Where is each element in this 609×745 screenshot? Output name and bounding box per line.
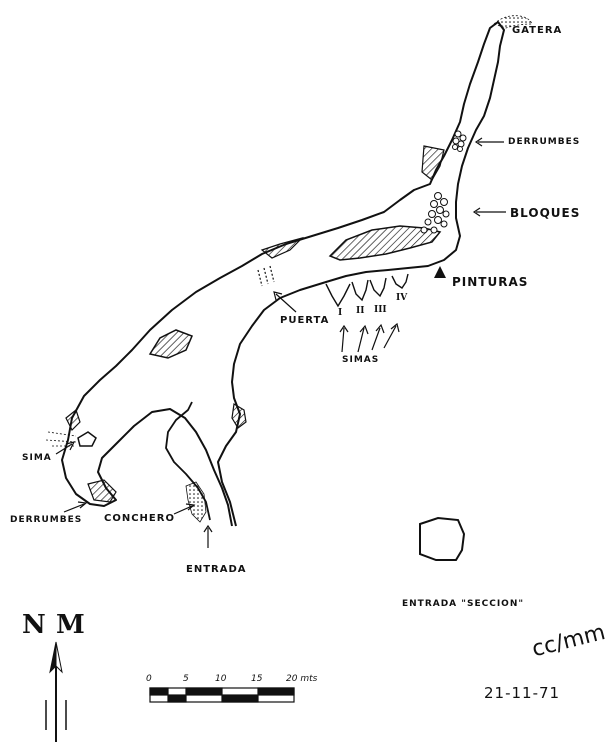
rocks-bloques (420, 192, 450, 234)
north-letter-n: N (22, 610, 46, 640)
conchero-dotted-area (185, 481, 207, 523)
scale-tick-0: 0 (146, 674, 152, 684)
label-bloques: BLOQUES (510, 206, 581, 220)
rocks-derrumbes (452, 130, 467, 152)
label-derrumbes-left: DERRUMBES (10, 515, 83, 525)
label-arrows (55, 137, 506, 548)
entrada-seccion-shape (419, 516, 466, 561)
scale-tick-10: 10 (215, 674, 227, 684)
label-entrada: ENTRADA (186, 564, 247, 575)
sima-number-1: I (338, 308, 343, 318)
label-conchero: CONCHERO (104, 513, 175, 524)
hatched-island (148, 329, 193, 359)
sima-left-shape (77, 431, 97, 447)
hatched-wall-derrumbes-lower (87, 479, 117, 503)
hatched-wall-derrumbes-upper (421, 145, 445, 181)
hatched-wall-right-lower (231, 403, 247, 429)
scale-bar (149, 687, 295, 703)
cave-outer-wall (61, 21, 505, 527)
label-gatera: GATERA (512, 25, 563, 36)
puerta-passage (257, 265, 275, 287)
hatched-wall-puerta-left (260, 236, 305, 259)
sima-number-4: IV (396, 293, 408, 303)
central-hatched-block (328, 225, 442, 261)
label-sima: SIMA (22, 453, 52, 463)
simas-openings (325, 273, 409, 308)
pinturas-marker (434, 266, 446, 278)
label-pinturas: PINTURAS (452, 275, 529, 289)
label-derrumbes-top: DERRUMBES (508, 137, 581, 147)
scale-tick-20: 20 mts (286, 674, 318, 684)
north-arrow (45, 641, 67, 742)
sima-number-3: III (374, 305, 387, 315)
sima-number-2: II (356, 306, 365, 316)
label-simas: SIMAS (342, 355, 380, 365)
label-entrada-seccion: ENTRADA "SECCION" (402, 599, 525, 609)
label-puerta: PUERTA (280, 315, 330, 326)
north-letter-m: M (56, 610, 85, 640)
hatched-wall-sima (65, 408, 81, 432)
scale-tick-5: 5 (183, 674, 189, 684)
scale-tick-15: 15 (251, 674, 263, 684)
map-date: 21-11-71 (484, 684, 561, 702)
gatera-opening (493, 15, 533, 29)
